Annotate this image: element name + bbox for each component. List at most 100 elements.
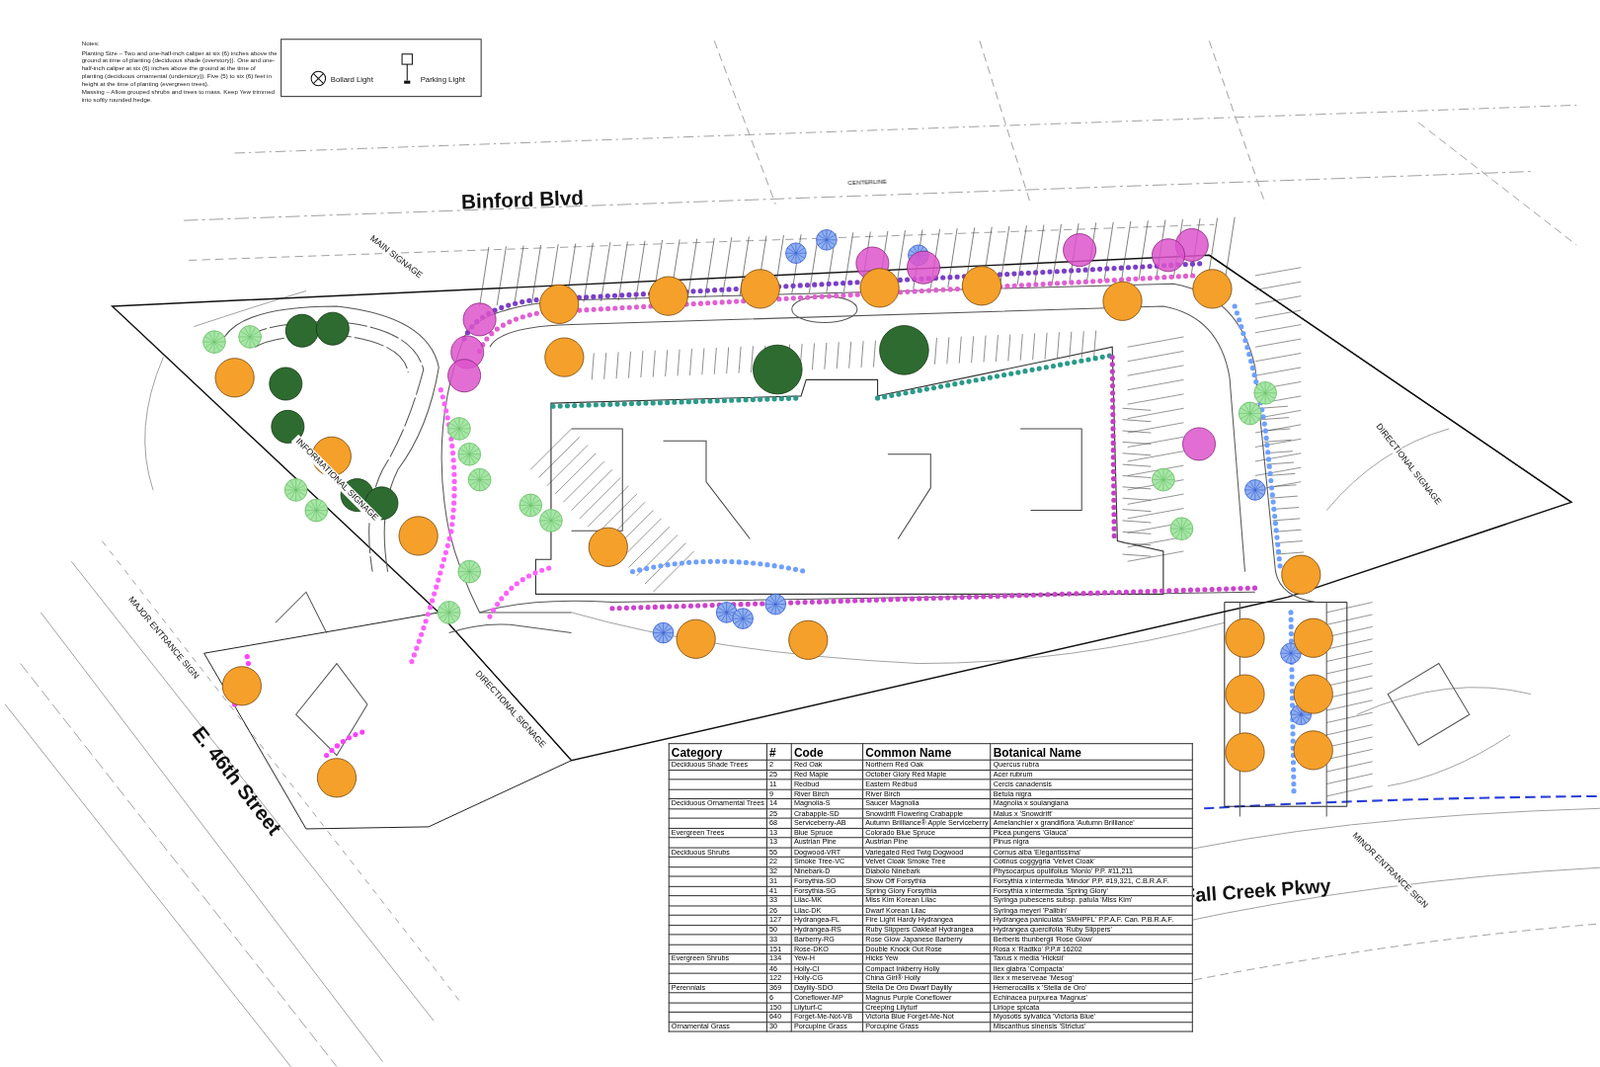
site-line xyxy=(1250,480,1256,490)
table-cell: 11 xyxy=(766,779,792,790)
table-cell: 50 xyxy=(766,924,792,935)
site-line xyxy=(795,252,797,263)
site-circle xyxy=(1245,480,1267,501)
site-line xyxy=(742,618,744,629)
site-circle xyxy=(269,367,303,400)
table-cell: Daylily-SDO xyxy=(791,982,863,993)
site-line xyxy=(243,326,250,337)
site-circle xyxy=(1151,239,1185,272)
site-line xyxy=(20,663,337,1067)
site-line xyxy=(249,336,256,347)
site-line xyxy=(459,454,470,461)
site-line xyxy=(947,336,950,364)
site-line xyxy=(459,422,470,429)
site-line xyxy=(469,453,480,455)
table-row: 9River BirchRiver BirchBetula nigra xyxy=(668,789,1193,800)
site-line xyxy=(1254,480,1256,490)
site-circle xyxy=(1293,674,1333,714)
site-line xyxy=(1300,714,1302,724)
site-line xyxy=(1326,748,1372,759)
site-line xyxy=(714,347,717,375)
bollard-light-symbol xyxy=(311,71,325,85)
site-line xyxy=(214,341,221,352)
table-cell: Smoke Tree-VC xyxy=(791,856,863,867)
site-line xyxy=(469,442,471,454)
site-circle xyxy=(468,468,491,491)
site-line xyxy=(618,240,628,301)
site-line xyxy=(811,342,814,370)
site-line xyxy=(547,444,588,485)
table-cell: Ruby Slippers Oakleaf Hydrangea xyxy=(863,924,991,935)
table-row: 13Austrian PineAustrian PinePinus nigra xyxy=(668,837,1193,848)
table-cell: Double Knock Out Rose xyxy=(863,944,991,955)
site-circle xyxy=(305,498,328,522)
signage-label: MAIN SIGNAGE xyxy=(365,232,427,283)
site-line xyxy=(825,229,827,240)
site-line xyxy=(469,448,480,455)
site-line xyxy=(714,40,776,204)
site-circle xyxy=(961,266,1001,306)
legend-symbols xyxy=(281,39,480,96)
site-line xyxy=(459,428,466,439)
site-line xyxy=(1020,333,1023,361)
site-line xyxy=(530,428,571,470)
table-cell: 41 xyxy=(766,885,792,896)
site-line xyxy=(1259,383,1266,394)
site-circle xyxy=(284,479,308,502)
site-line xyxy=(718,612,727,618)
note-text: Notes: xyxy=(81,40,278,49)
site-circle xyxy=(1225,732,1265,772)
site-line xyxy=(628,526,669,567)
site-line xyxy=(520,504,531,511)
table-body: Category#CodeCommon NameBotanical NameDe… xyxy=(668,743,1193,1032)
site-line xyxy=(1255,438,1301,447)
table-cell: Porcupine Grass xyxy=(791,1021,863,1032)
site-line xyxy=(1127,508,1185,519)
site-line xyxy=(1094,330,1097,358)
table-cell: Forsythia x intermedia 'Spring Glory' xyxy=(990,885,1194,896)
legend-text: Parking Light xyxy=(420,74,466,83)
site-circle xyxy=(732,608,754,630)
site-line xyxy=(934,337,937,365)
table-cell: 134 xyxy=(766,954,792,964)
table-row: Deciduous Shrubs55Dogwood-VRTVariegated … xyxy=(668,847,1193,858)
site-path xyxy=(1387,734,1511,787)
site-line xyxy=(817,240,827,245)
signage-label: MAJOR ENTRANCE SIGN xyxy=(124,592,203,684)
notes-block: Notes:Planting Size – Two and one-half-i… xyxy=(81,40,278,105)
site-line xyxy=(1250,412,1262,414)
table-cell: Evergreen Shrubs xyxy=(668,954,767,964)
table-cell: 26 xyxy=(766,904,792,915)
site-line xyxy=(1255,367,1301,376)
site-line xyxy=(459,571,470,578)
table-cell: Rosa x 'Radtko' P.P.# 16202 xyxy=(990,944,1194,955)
table-cell: Deciduous Shrubs xyxy=(668,847,767,858)
table-cell xyxy=(668,914,767,925)
site-line xyxy=(1122,520,1152,523)
site-line xyxy=(479,480,480,491)
site-line xyxy=(1163,480,1170,490)
site-line xyxy=(1290,652,1301,654)
site-line xyxy=(1122,543,1152,546)
site-line xyxy=(1127,394,1185,404)
site-line xyxy=(689,348,692,376)
street-name: E. 46th Street xyxy=(185,720,289,843)
site-line xyxy=(1255,467,1301,476)
site-line xyxy=(826,240,832,249)
table-row: 41Forsythia-SGSpring Glory ForsythiaFors… xyxy=(668,885,1193,896)
site-line xyxy=(663,633,669,642)
site-line xyxy=(1122,464,1152,467)
site-line xyxy=(1255,310,1301,319)
table-cell: China Girl® Holly xyxy=(863,972,991,983)
site-line xyxy=(555,453,596,494)
table-cell: 369 xyxy=(766,982,792,993)
site-line xyxy=(742,608,744,619)
site-line xyxy=(796,252,806,254)
table-cell: Show Off Forsythia xyxy=(863,876,991,886)
site-circle xyxy=(540,509,563,533)
table-cell: Crabapple-SD xyxy=(791,807,863,818)
site-line xyxy=(1122,531,1152,534)
table-cell: 30 xyxy=(766,1021,792,1032)
site-line xyxy=(640,350,643,378)
site-line xyxy=(795,242,797,253)
